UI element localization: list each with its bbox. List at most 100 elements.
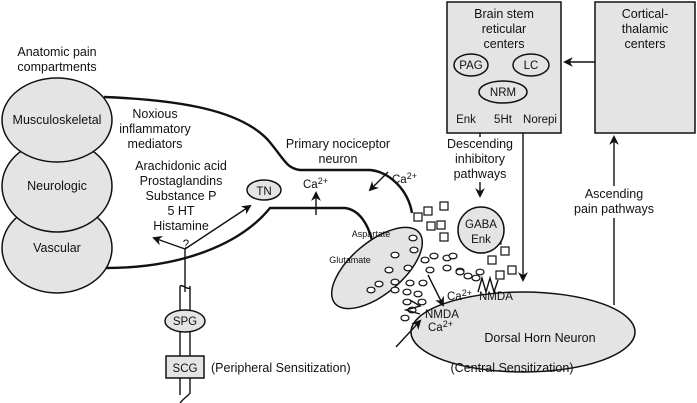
vesicle: [403, 264, 413, 272]
enkephalin-square: [423, 206, 433, 216]
brainstem-title: centers: [484, 37, 525, 51]
gaba-label: GABA: [465, 219, 497, 231]
tn-node: [246, 179, 282, 201]
primary-neuron-lower-membrane: [105, 206, 374, 270]
spg-ganglion: [164, 309, 206, 333]
vesicle: [442, 264, 452, 272]
central-sensitization-label: (Central Sensitization): [451, 361, 574, 375]
cortical-title: centers: [625, 37, 666, 51]
neurotransmitter-vesicles: [366, 234, 485, 322]
lc-nucleus: [512, 53, 550, 77]
vesicle: [408, 234, 418, 242]
enkephalin-square: [487, 255, 497, 265]
gaba-label: Enk: [471, 234, 491, 246]
enkephalin-square: [439, 201, 449, 211]
mediator-item: Histamine: [153, 219, 209, 233]
spg-label: SPG: [173, 316, 197, 328]
vesicle: [366, 286, 376, 294]
vesicle: [475, 268, 485, 276]
compartment-label: Musculoskeletal: [13, 113, 102, 127]
compartments-heading: compartments: [17, 60, 96, 74]
vesicle: [402, 288, 412, 296]
vesicle: [455, 268, 465, 276]
vesicle: [402, 298, 412, 306]
vesicle: [471, 274, 481, 282]
pag-label: PAG: [459, 60, 482, 72]
mediator-item: Substance P: [146, 189, 217, 203]
calcium-label: Ca2+: [392, 171, 417, 186]
primary-neuron-label: neuron: [319, 152, 358, 166]
nrm-label: NRM: [490, 87, 516, 99]
mediators-heading: inflammatory: [119, 122, 191, 136]
arrow-branch-left: [152, 236, 186, 250]
dorsal-horn-neuron: [410, 291, 636, 373]
vesicle: [429, 252, 439, 260]
compartments-heading: Anatomic pain: [17, 45, 96, 59]
transmitter-label: Enk: [456, 114, 476, 126]
primary-neuron-upper-membrane: [103, 95, 414, 214]
vesicle: [417, 298, 427, 306]
enkephalin-square: [495, 270, 505, 280]
calcium-influx-arrow: [395, 319, 422, 348]
vesicle: [405, 279, 415, 287]
pag-nucleus: [453, 53, 489, 77]
dorsal-horn-label: Dorsal Horn Neuron: [484, 331, 595, 345]
primary-neuron-label: Primary nociceptor: [286, 137, 390, 151]
nmda-label: NMDA: [479, 291, 513, 303]
vesicle: [400, 314, 410, 322]
vesicle: [409, 246, 419, 254]
sympathetic-chain: [179, 284, 191, 403]
vesicle: [420, 256, 430, 264]
descending-label: pathways: [454, 167, 507, 181]
brainstem-title: Brain stem: [474, 7, 534, 21]
enkephalin-square: [500, 246, 510, 256]
vesicle: [448, 252, 458, 260]
enkephalin-square: [507, 265, 517, 275]
vesicle: [390, 251, 400, 259]
scg-ganglion: [165, 355, 205, 379]
enkephalin-square: [413, 212, 423, 222]
mediator-item: 5 HT: [167, 204, 194, 218]
cortical-thalamic-box: [594, 1, 696, 134]
mediator-item: Arachidonic acid: [135, 159, 227, 173]
enkephalin-square: [439, 232, 449, 242]
calcium-label: Ca2+: [428, 319, 453, 334]
nmda-receptor-upper: [477, 275, 499, 295]
vesicle: [384, 266, 394, 274]
question-mark: ?: [183, 239, 189, 251]
nmda-receptor-left: [403, 299, 422, 315]
scg-label: SCG: [173, 363, 198, 375]
enkephalin-square: [426, 221, 436, 231]
glutamate-label: Glutamate: [329, 255, 371, 265]
arrow-to-tn: [184, 204, 252, 250]
mediator-item: Prostaglandins: [140, 174, 223, 188]
compartment-label: Neurologic: [27, 179, 87, 193]
ascending-label: pain pathways: [574, 202, 654, 216]
cortical-title: thalamic: [622, 22, 669, 36]
brainstem-title: reticular: [482, 22, 526, 36]
lc-label: LC: [524, 60, 539, 72]
aspartate-label: Aspartate: [352, 229, 391, 239]
vesicle: [390, 286, 400, 294]
vesicle: [463, 272, 473, 280]
vesicle: [374, 280, 384, 288]
vesicle: [425, 266, 435, 274]
calcium-label: Ca2+: [303, 176, 328, 191]
glutamate-to-nmda-arrow: [427, 274, 444, 307]
cortical-title: Cortical-: [622, 7, 669, 21]
compartment-label: Vascular: [33, 241, 81, 255]
enkephalin-square: [436, 220, 446, 230]
vesicle: [390, 278, 400, 286]
gaba-interneuron: [457, 206, 505, 254]
mediators-heading: Noxious: [132, 107, 177, 121]
vesicle: [413, 290, 423, 298]
descending-label: Descending: [447, 137, 513, 151]
transmitter-label: 5Ht: [494, 114, 513, 126]
calcium-label: Ca2+: [447, 288, 472, 303]
calcium-influx-arrow: [368, 171, 389, 192]
nmda-label: NMDA: [425, 309, 459, 321]
ascending-label: Ascending: [585, 187, 643, 201]
vesicle: [418, 279, 428, 287]
nrm-nucleus: [478, 80, 528, 104]
